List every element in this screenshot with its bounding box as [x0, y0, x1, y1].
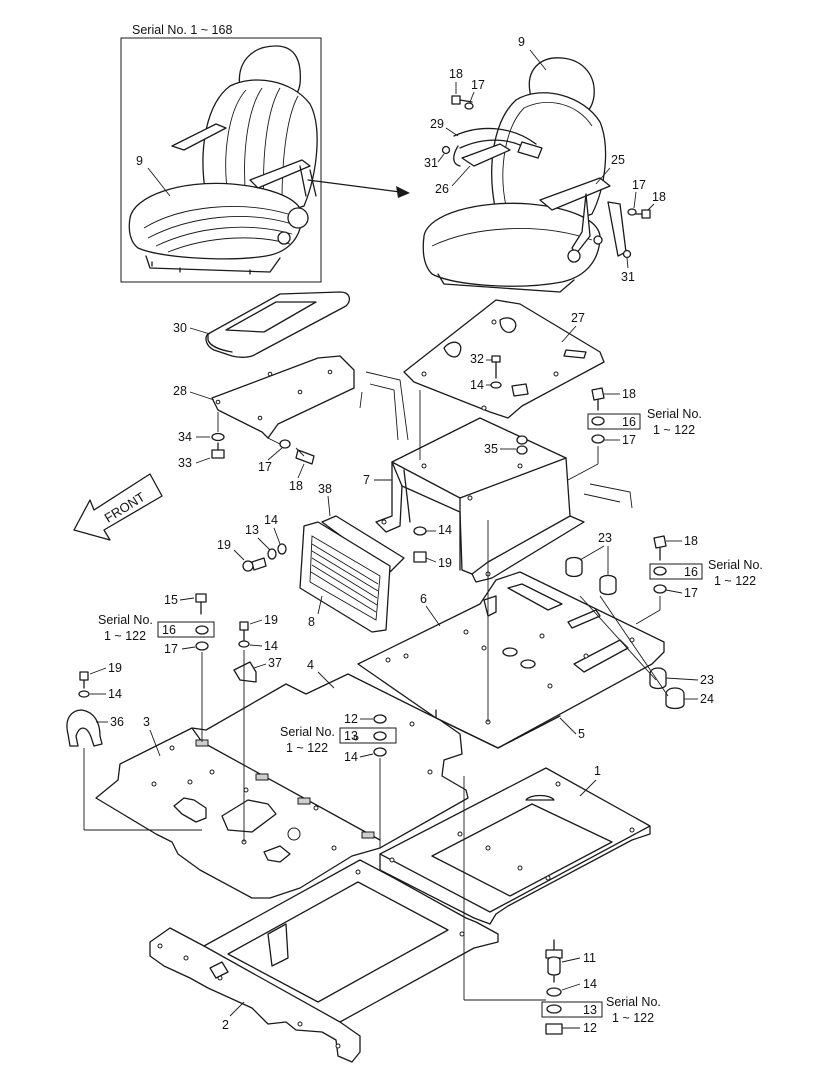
callout-32: 32 — [470, 352, 484, 366]
callout-14a: 14 — [470, 378, 484, 392]
callout-15: 15 — [164, 593, 178, 607]
callout-3: 3 — [143, 715, 150, 729]
callout-6: 6 — [420, 592, 427, 606]
callout-14d: 14 — [264, 639, 278, 653]
inset-serial-title: Serial No. 1 ~ 168 — [132, 23, 232, 37]
callout-30: 30 — [173, 321, 187, 335]
callout-18c: 18 — [622, 387, 636, 401]
callout-29: 29 — [430, 117, 444, 131]
callout-8: 8 — [308, 615, 315, 629]
callout-35: 35 — [484, 442, 498, 456]
callout-1: 1 — [594, 764, 601, 778]
callout-13c: 13 — [583, 1003, 597, 1017]
callout-18e: 18 — [684, 534, 698, 548]
ghost-lines — [359, 371, 633, 509]
callout-14f: 14 — [344, 750, 358, 764]
callout-18d: 18 — [289, 479, 303, 493]
callout-37: 37 — [268, 656, 282, 670]
callout-12a: 12 — [344, 712, 358, 726]
serial-16a-line2: 1 ~ 122 — [653, 423, 695, 437]
seat-assembly — [422, 57, 651, 293]
hardware-left-15-16-17: 15 Serial No. 1 ~ 122 16 17 — [98, 593, 215, 656]
inset-old-seat: Serial No. 1 ~ 168 9 — [120, 23, 322, 283]
callout-18a: 18 — [449, 67, 463, 81]
serial-16c-line1: Serial No. — [98, 613, 153, 627]
callout-9: 9 — [518, 35, 525, 49]
serial-13a-line2: 1 ~ 122 — [286, 741, 328, 755]
callout-36: 36 — [110, 715, 124, 729]
serial-13c-line1: Serial No. — [606, 995, 661, 1009]
part-1-frame: 1 — [379, 764, 651, 925]
serial-13a-line1: Serial No. — [280, 725, 335, 739]
callout-17a: 17 — [471, 78, 485, 92]
callout-34: 34 — [178, 430, 192, 444]
hardware-19-14-37: 19 14 37 — [233, 613, 282, 683]
callout-17e: 17 — [684, 586, 698, 600]
callout-24: 24 — [700, 692, 714, 706]
hardware-bottom-11-14-13-12: 11 14 13 Serial No. 1 ~ 122 12 — [541, 939, 661, 1035]
assembly-center-lines — [83, 390, 669, 1001]
part-38-8-grille: 38 8 13 14 19 — [217, 482, 405, 633]
callout-19c: 19 — [264, 613, 278, 627]
part-3-4-floor-plate: 4 3 — [95, 658, 469, 899]
hardware-33-34-17-18: 34 33 17 18 — [178, 430, 315, 493]
inset-to-seat-arrow — [307, 179, 410, 198]
callout-17d: 17 — [258, 460, 272, 474]
callout-27: 27 — [571, 311, 585, 325]
callout-4: 4 — [307, 658, 314, 672]
callout-19d: 19 — [108, 661, 122, 675]
callout-7: 7 — [363, 473, 370, 487]
part-7-box: 7 35 14 19 — [363, 417, 585, 583]
callout-16b: 16 — [684, 565, 698, 579]
callout-11: 11 — [583, 951, 596, 965]
serial-13c-line2: 1 ~ 122 — [612, 1011, 654, 1025]
part-30-cover: 30 — [173, 291, 351, 358]
callout-33: 33 — [178, 456, 192, 470]
part-28-plate: 28 — [173, 355, 355, 439]
callout-26: 26 — [435, 182, 449, 196]
front-arrow: FRONT — [73, 473, 163, 541]
callout-14c: 14 — [438, 523, 452, 537]
callout-23a: 23 — [598, 531, 612, 545]
callout-31a: 31 — [424, 156, 438, 170]
hardware-19-14-36: 19 14 36 — [66, 661, 124, 747]
callout-17c: 17 — [622, 433, 636, 447]
callout-18b: 18 — [652, 190, 666, 204]
hardware-12-13-14-mid: 12 Serial No. 1 ~ 122 13 14 — [280, 712, 397, 764]
callout-2: 2 — [222, 1018, 229, 1032]
callout-25: 25 — [611, 153, 625, 167]
seat-callouts: 9 18 17 29 31 26 25 17 18 31 — [424, 35, 666, 284]
serial-16a-line1: Serial No. — [647, 407, 702, 421]
callout-14b: 14 — [264, 513, 278, 527]
callout-28: 28 — [173, 384, 187, 398]
callout-38: 38 — [318, 482, 332, 496]
callout-19a: 19 — [217, 538, 231, 552]
serial-16b-line2: 1 ~ 122 — [714, 574, 756, 588]
callout-9-inset: 9 — [136, 154, 143, 168]
callout-13a: 13 — [245, 523, 259, 537]
callout-14g: 14 — [583, 977, 597, 991]
callout-17b: 17 — [632, 178, 646, 192]
callout-17f: 17 — [164, 642, 178, 656]
part-2-frame: 2 — [149, 859, 499, 1063]
callout-16a: 16 — [622, 415, 636, 429]
callout-16c: 16 — [162, 623, 176, 637]
callout-12b: 12 — [583, 1021, 597, 1035]
serial-16c-line2: 1 ~ 122 — [104, 629, 146, 643]
hardware-right-upper: 18 16 Serial No. 1 ~ 122 17 — [587, 387, 702, 447]
part-27-seat-plate: 27 32 14 — [403, 299, 605, 419]
callout-13b: 13 — [344, 729, 358, 743]
hardware-right-lower: 18 16 Serial No. 1 ~ 122 17 — [649, 534, 763, 600]
serial-16b-line1: Serial No. — [708, 558, 763, 572]
callout-14e: 14 — [108, 687, 122, 701]
callout-31b: 31 — [621, 270, 635, 284]
callout-19b: 19 — [438, 556, 452, 570]
part-5-plate: 5 — [435, 709, 585, 749]
callout-5: 5 — [578, 727, 585, 741]
callout-23b: 23 — [700, 673, 714, 687]
part-6-plate: 6 23 23 24 — [357, 531, 714, 749]
